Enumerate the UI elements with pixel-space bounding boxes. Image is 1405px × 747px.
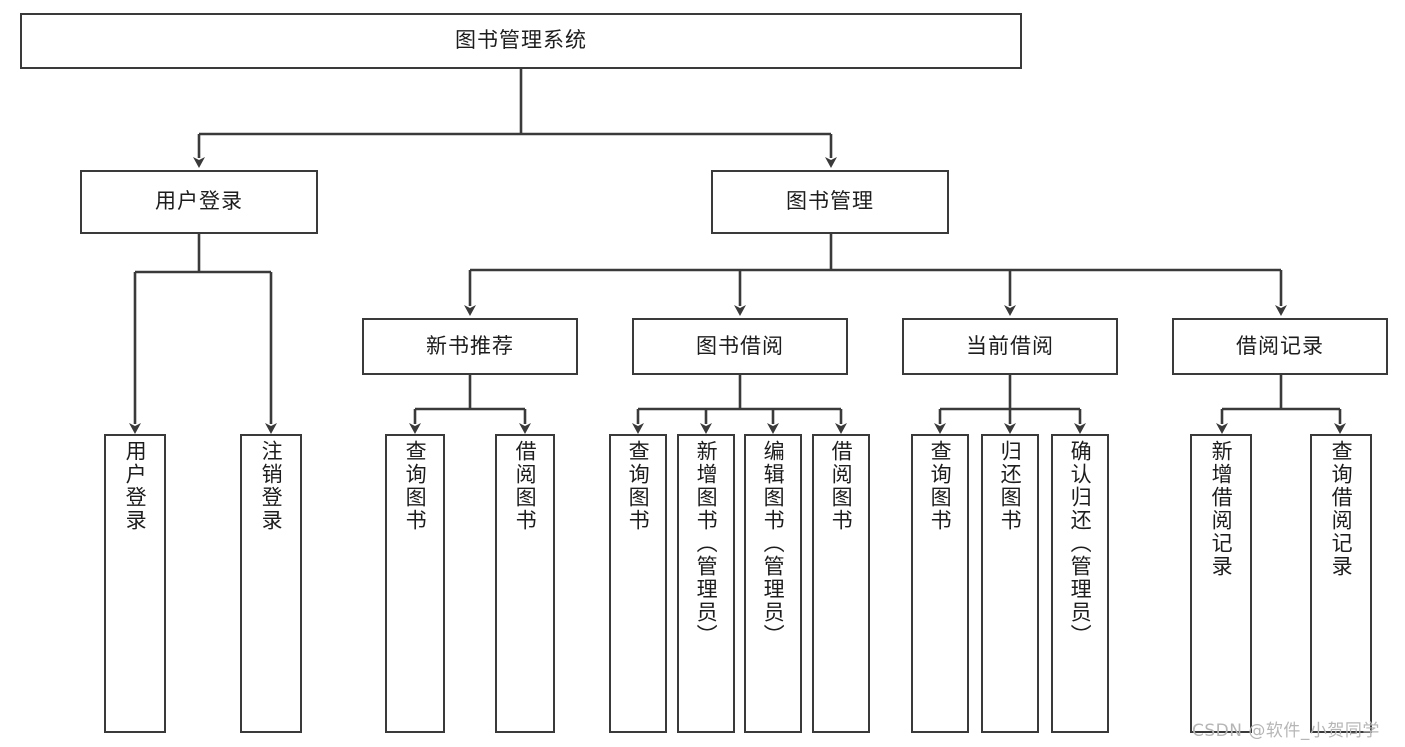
node-label: 编辑图书（管理员） [761, 440, 786, 647]
node-current-borrowing[interactable]: 当前借阅 [902, 318, 1118, 375]
node-label: 查询借阅记录 [1329, 440, 1354, 578]
leaf-user-login[interactable]: 用户登录 [104, 434, 166, 733]
node-label: 新增图书（管理员） [694, 440, 719, 647]
leaf-borrow-edit-book-admin[interactable]: 编辑图书（管理员） [744, 434, 802, 733]
node-label: 用户登录 [123, 440, 148, 532]
leaf-borrow-add-book-admin[interactable]: 新增图书（管理员） [677, 434, 735, 733]
leaf-recommend-borrow-book[interactable]: 借阅图书 [495, 434, 555, 733]
node-label: 用户登录 [155, 189, 243, 214]
node-book-borrowing[interactable]: 图书借阅 [632, 318, 848, 375]
node-label: 确认归还（管理员） [1068, 440, 1093, 647]
node-label: 注销登录 [259, 440, 284, 532]
leaf-borrow-borrow-book[interactable]: 借阅图书 [812, 434, 870, 733]
node-label: 图书管理 [786, 189, 874, 214]
node-label: 借阅记录 [1236, 333, 1324, 358]
node-label: 查询图书 [928, 440, 953, 532]
node-label: 图书管理系统 [455, 28, 587, 53]
leaf-record-add[interactable]: 新增借阅记录 [1190, 434, 1252, 733]
leaf-current-confirm-return-admin[interactable]: 确认归还（管理员） [1051, 434, 1109, 733]
node-label: 借阅图书 [513, 440, 538, 532]
node-user-login[interactable]: 用户登录 [80, 170, 318, 234]
node-label: 当前借阅 [966, 333, 1054, 358]
node-label: 查询图书 [626, 440, 651, 532]
node-label: 图书借阅 [696, 333, 784, 358]
node-book-management[interactable]: 图书管理 [711, 170, 949, 234]
node-label: 借阅图书 [829, 440, 854, 532]
node-borrow-records[interactable]: 借阅记录 [1172, 318, 1388, 375]
node-label: 查询图书 [403, 440, 428, 532]
csdn-watermark: CSDN @软件_小贺同学 [1192, 721, 1380, 741]
node-new-book-recommendation[interactable]: 新书推荐 [362, 318, 578, 375]
leaf-recommend-query-book[interactable]: 查询图书 [385, 434, 445, 733]
leaf-current-query-book[interactable]: 查询图书 [911, 434, 969, 733]
leaf-current-return-book[interactable]: 归还图书 [981, 434, 1039, 733]
leaf-borrow-query-book[interactable]: 查询图书 [609, 434, 667, 733]
node-root-system[interactable]: 图书管理系统 [20, 13, 1022, 69]
leaf-user-logout[interactable]: 注销登录 [240, 434, 302, 733]
leaf-record-query[interactable]: 查询借阅记录 [1310, 434, 1372, 733]
node-label: 归还图书 [998, 440, 1023, 532]
node-label: 新增借阅记录 [1209, 440, 1234, 578]
node-label: 新书推荐 [426, 333, 514, 358]
